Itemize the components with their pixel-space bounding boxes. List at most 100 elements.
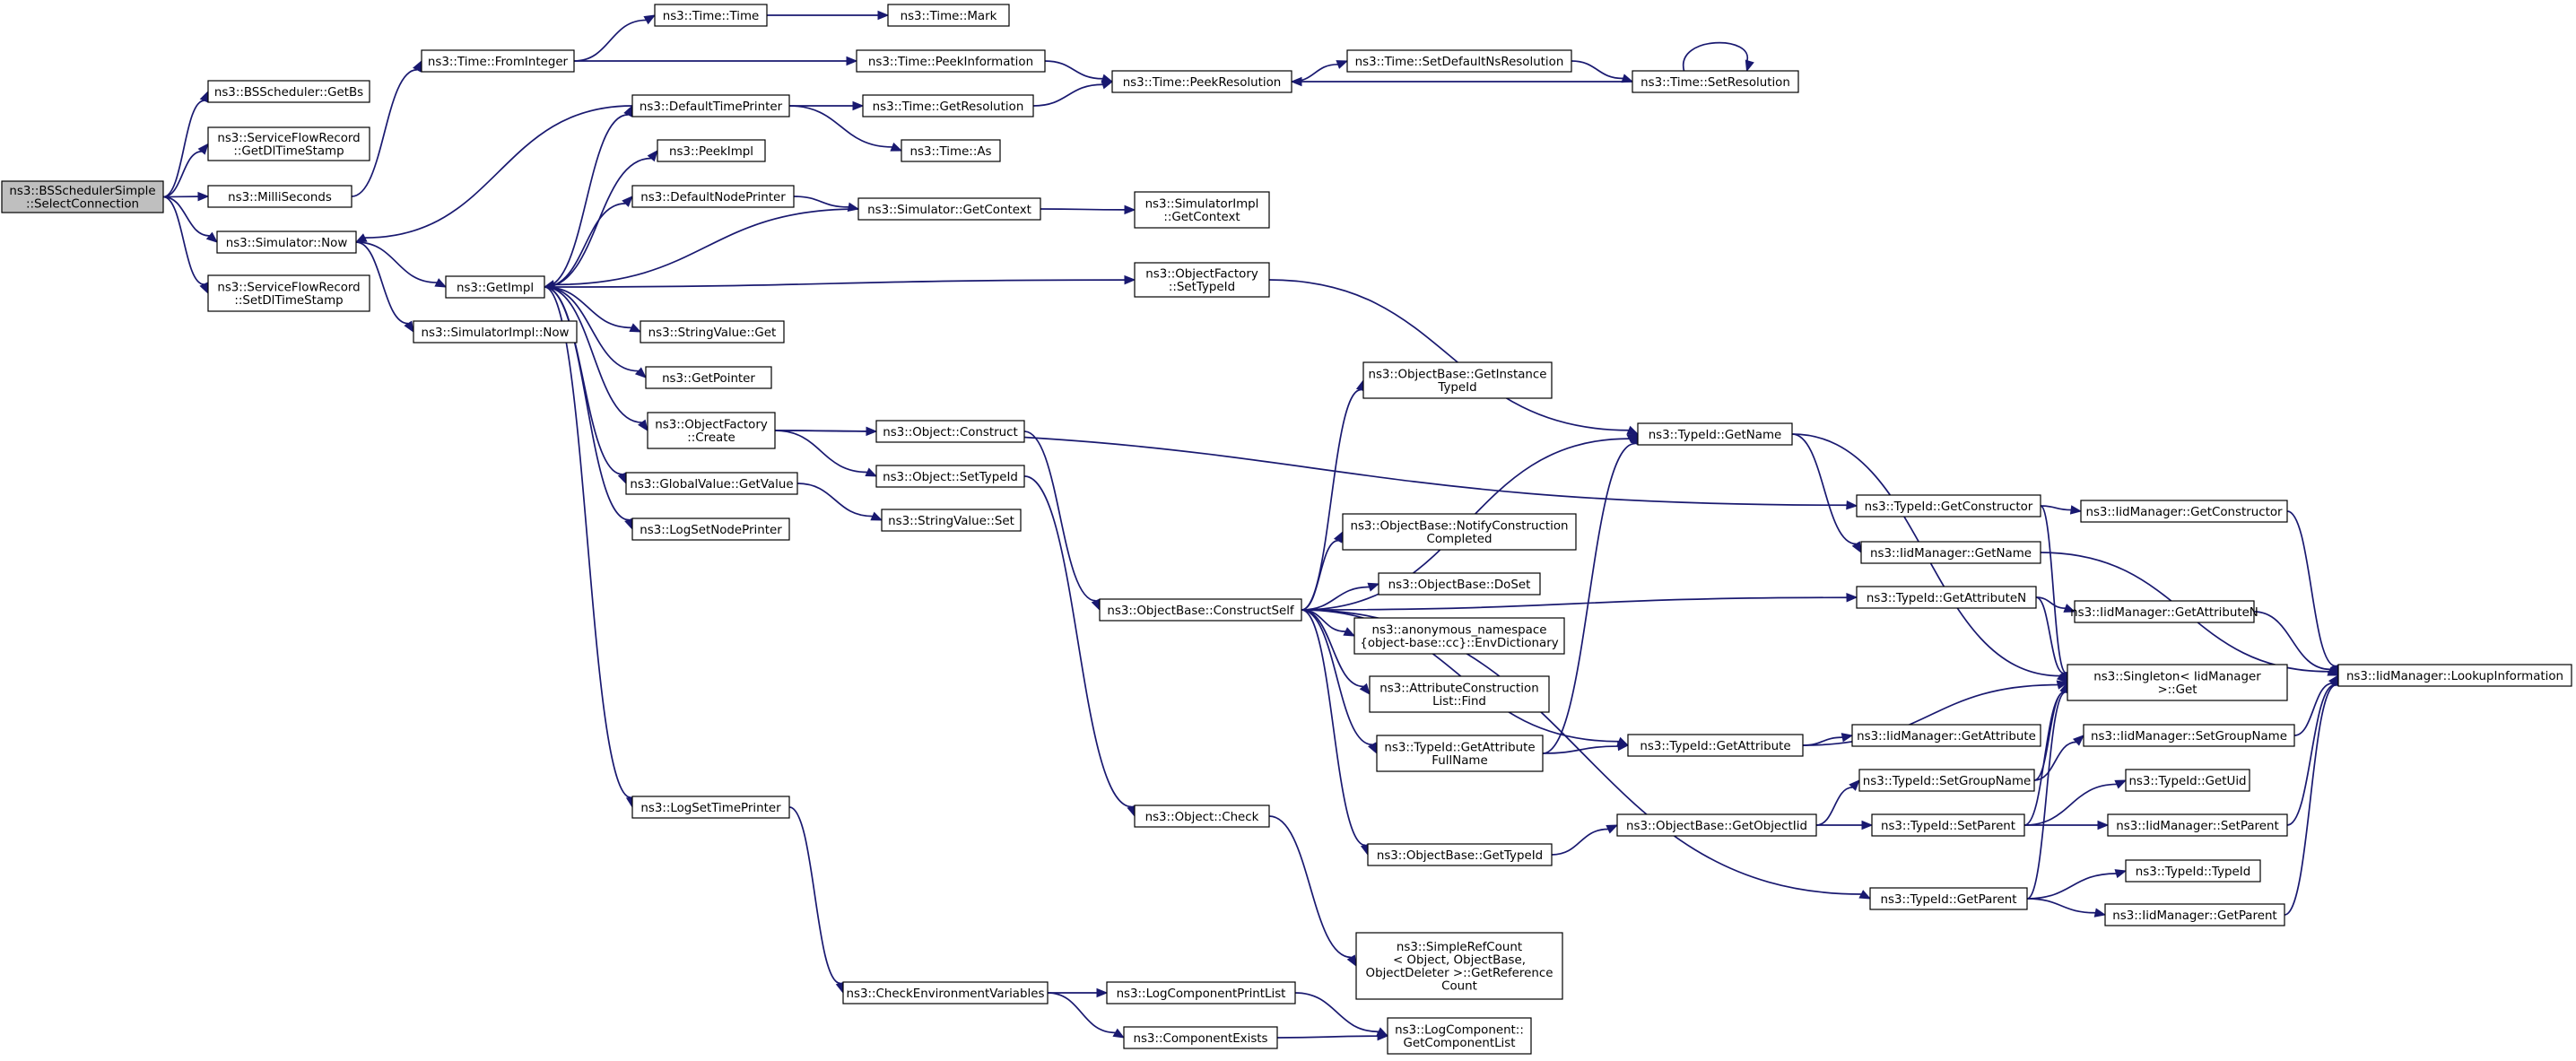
- node-label: ns3::ObjectBase::NotifyConstruction: [1350, 520, 1568, 534]
- node-tidgetconstructor[interactable]: ns3::TypeId::GetConstructor: [1856, 494, 2041, 517]
- node-simgetctx[interactable]: ns3::Simulator::GetContext: [857, 197, 1041, 221]
- node-gvgetvalue[interactable]: ns3::GlobalValue::GetValue: [625, 472, 798, 495]
- edge-objcheck-to-simplerefcount: [1268, 815, 1352, 959]
- node-stringvalueget[interactable]: ns3::StringValue::Get: [640, 320, 785, 344]
- node-simnow[interactable]: ns3::Simulator::Now: [216, 230, 357, 254]
- node-label: List::Find: [1432, 695, 1486, 709]
- node-box: [881, 509, 1022, 532]
- edge-ofcreate-to-tidgetconstructor-arrowhead: [1846, 500, 1858, 510]
- node-label: ns3::GetImpl: [457, 282, 534, 295]
- node-iidsetgroupname[interactable]: ns3::IidManager::SetGroupName: [2083, 724, 2295, 747]
- node-iidgetconstructor[interactable]: ns3::IidManager::GetConstructor: [2080, 500, 2288, 523]
- node-checkenv[interactable]: ns3::CheckEnvironmentVariables: [842, 981, 1049, 1004]
- node-anonenv[interactable]: ns3::anonymous_namespace{object-base::cc…: [1353, 617, 1565, 655]
- node-setres[interactable]: ns3::Time::SetResolution: [1632, 70, 1799, 93]
- node-iidgetattrn[interactable]: ns3::IidManager::GetAttributeN: [2070, 600, 2258, 623]
- edge-root-to-milli-arrowhead: [197, 191, 210, 202]
- node-iidsetparent[interactable]: ns3::IidManager::SetParent: [2107, 813, 2288, 837]
- node-peekimpl[interactable]: ns3::PeekImpl: [657, 139, 766, 162]
- node-peekinfo[interactable]: ns3::Time::PeekInformation: [856, 49, 1046, 73]
- node-stringvalueset[interactable]: ns3::StringValue::Set: [881, 509, 1022, 532]
- node-simimplnow[interactable]: ns3::SimulatorImpl::Now: [413, 320, 578, 344]
- node-label: ns3::ObjectBase::GetObjectIid: [1626, 820, 1807, 833]
- node-obdoset[interactable]: ns3::ObjectBase::DoSet: [1378, 572, 1541, 596]
- edge-defnodeprinter-to-simgetctx: [793, 196, 849, 208]
- node-peekres[interactable]: ns3::Time::PeekResolution: [1111, 70, 1292, 93]
- node-ofsettypeid[interactable]: ns3::ObjectFactory::SetTypeId: [1134, 262, 1270, 298]
- edge-logsettimeprinter-to-checkenv: [788, 806, 841, 985]
- edge-simnow-to-getimpl-arrowhead: [434, 278, 448, 288]
- node-tidtypeid[interactable]: ns3::TypeId::TypeId: [2125, 859, 2261, 883]
- edge-objconstruct-to-constructself: [1023, 430, 1096, 602]
- node-box: [421, 49, 575, 73]
- node-objcheck[interactable]: ns3::Object::Check: [1134, 804, 1270, 828]
- edge-obgetobjectiid-to-tidsetgroupname-arrowhead: [1849, 779, 1860, 791]
- edge-constructself-to-obgetinstance: [1301, 388, 1362, 611]
- node-ofcreate[interactable]: ns3::ObjectFactory::Create: [647, 412, 776, 449]
- node-tidgetparent[interactable]: ns3::TypeId::GetParent: [1869, 887, 2028, 910]
- node-label: ns3::SimpleRefCount: [1397, 941, 1522, 954]
- node-label: ns3::ObjectFactory: [1145, 268, 1258, 282]
- node-label: ::Create: [687, 431, 735, 445]
- node-compexists[interactable]: ns3::ComponentExists: [1123, 1026, 1278, 1049]
- node-label: ns3::CheckEnvironmentVariables: [847, 987, 1045, 1001]
- node-box: [1134, 262, 1270, 298]
- node-obgettypeid[interactable]: ns3::ObjectBase::GetTypeId: [1367, 843, 1553, 866]
- node-getpointer[interactable]: ns3::GetPointer: [645, 366, 772, 389]
- node-obnotify[interactable]: ns3::ObjectBase::NotifyConstructionCompl…: [1342, 513, 1577, 551]
- node-simplerefcount[interactable]: ns3::SimpleRefCount< Object, ObjectBase,…: [1355, 932, 1563, 1000]
- node-label: ns3::ObjectFactory: [655, 419, 768, 432]
- node-simimplgetctx[interactable]: ns3::SimulatorImpl::GetContext: [1134, 191, 1270, 229]
- edge-root-to-simnow-arrowhead: [205, 231, 219, 243]
- edge-obgettypeid-to-obgetobjectiid: [1551, 828, 1608, 856]
- node-obgetobjectiid[interactable]: ns3::ObjectBase::GetObjectIid: [1616, 813, 1817, 837]
- node-frominteger[interactable]: ns3::Time::FromInteger: [421, 49, 575, 73]
- node-iidgetname[interactable]: ns3::IidManager::GetName: [1860, 541, 2041, 564]
- node-getbs[interactable]: ns3::BSScheduler::GetBs: [207, 80, 370, 103]
- node-getimpl[interactable]: ns3::GetImpl: [445, 275, 545, 299]
- node-label: < Object, ObjectBase,: [1393, 954, 1526, 968]
- node-objconstruct[interactable]: ns3::Object::Construct: [875, 420, 1025, 443]
- node-timemark[interactable]: ns3::Time::Mark: [887, 4, 1010, 27]
- node-logsettimeprinter[interactable]: ns3::LogSetTimePrinter: [631, 796, 790, 819]
- node-constructself[interactable]: ns3::ObjectBase::ConstructSelf: [1099, 598, 1302, 622]
- edge-getres-to-peekres-arrowhead: [1101, 80, 1114, 90]
- node-iidgetattr[interactable]: ns3::IidManager::GetAttribute: [1851, 724, 2041, 747]
- node-tidsetparent[interactable]: ns3::TypeId::SetParent: [1871, 813, 2025, 837]
- node-setdefaultns[interactable]: ns3::Time::SetDefaultNsResolution: [1346, 49, 1572, 73]
- node-timetime[interactable]: ns3::Time::Time: [654, 4, 768, 27]
- edge-frominteger-to-timetime-arrowhead: [643, 14, 657, 25]
- node-tidsetgroupname[interactable]: ns3::TypeId::SetGroupName: [1858, 769, 2035, 792]
- node-getdl[interactable]: ns3::ServiceFlowRecord::GetDlTimeStamp: [207, 126, 370, 161]
- node-lcgetcomplist[interactable]: ns3::LogComponent::GetComponentList: [1387, 1017, 1532, 1055]
- node-tidgetattrn[interactable]: ns3::TypeId::GetAttributeN: [1856, 586, 2037, 609]
- node-milli[interactable]: ns3::MilliSeconds: [207, 185, 352, 208]
- edge-deftimeprinter-to-getres-arrowhead: [852, 100, 865, 111]
- edge-setres-to-setres: [1683, 41, 1748, 72]
- node-objsettypeid[interactable]: ns3::Object::SetTypeId: [875, 465, 1025, 488]
- node-box: [207, 185, 352, 208]
- node-defnodeprinter[interactable]: ns3::DefaultNodePrinter: [631, 185, 795, 208]
- node-logcompprintlist[interactable]: ns3::LogComponentPrintList: [1106, 981, 1296, 1004]
- node-box: [1627, 734, 1804, 757]
- node-singletonget[interactable]: ns3::Singleton< IidManager>::Get: [2067, 664, 2288, 701]
- node-tidgetuid[interactable]: ns3::TypeId::GetUid: [2125, 769, 2250, 792]
- node-getres[interactable]: ns3::Time::GetResolution: [862, 94, 1034, 117]
- node-iidgetparent[interactable]: ns3::IidManager::GetParent: [2104, 903, 2285, 926]
- node-label: ::SetTypeId: [1169, 281, 1235, 294]
- node-tidgetname[interactable]: ns3::TypeId::GetName: [1637, 422, 1793, 446]
- node-root[interactable]: ns3::BSSchedulerSimple::SelectConnection: [1, 180, 164, 213]
- node-label: ns3::IidManager::GetParent: [2112, 909, 2276, 923]
- node-tidgetattr[interactable]: ns3::TypeId::GetAttribute: [1627, 734, 1804, 757]
- node-setdl[interactable]: ns3::ServiceFlowRecord::SetDlTimeStamp: [207, 274, 370, 312]
- node-deftimeprinter[interactable]: ns3::DefaultTimePrinter: [631, 94, 790, 117]
- node-timeas[interactable]: ns3::Time::As: [901, 139, 1001, 162]
- node-box: [625, 472, 798, 495]
- node-logsetnodeprinter[interactable]: ns3::LogSetNodePrinter: [631, 517, 790, 541]
- node-iidlookup[interactable]: ns3::IidManager::LookupInformation: [2337, 664, 2572, 687]
- node-label: ns3::SimulatorImpl::Now: [421, 326, 569, 340]
- node-label: ns3::Time::GetResolution: [873, 100, 1024, 114]
